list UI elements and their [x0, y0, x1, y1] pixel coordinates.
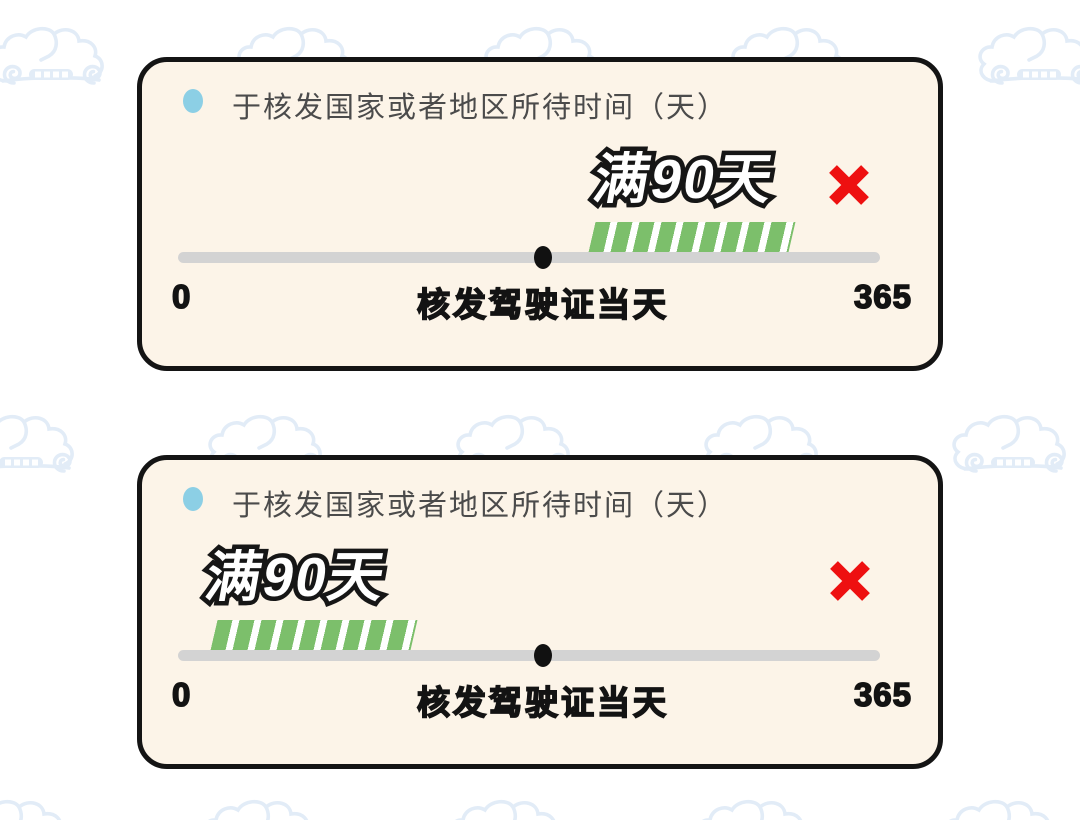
duration-badge: 满90天 满90天 — [585, 144, 784, 216]
slider-track — [178, 650, 880, 661]
red-cross-icon — [830, 561, 870, 601]
slider-min-label: 0 — [171, 277, 192, 316]
card-title: 于核发国家或者地区所待时间（天） — [232, 92, 729, 124]
slider-min-label: 0 — [171, 675, 192, 714]
slider-thumb[interactable] — [534, 246, 552, 269]
red-cross-icon — [829, 165, 869, 205]
rule-card-after-thumb: 于核发国家或者地区所待时间（天） 满90天 满90天 0 核发驾驶证当天 365 — [137, 57, 943, 371]
card-title: 于核发国家或者地区所待时间（天） — [232, 490, 729, 522]
slider-track — [178, 252, 880, 263]
duration-badge: 满90天 满90天 — [197, 542, 396, 614]
highlight-striped-bar — [210, 620, 418, 650]
slider-thumb-label: 核发驾驶证当天 — [416, 285, 669, 324]
bullet-dot-icon — [183, 487, 203, 511]
slider-thumb-label: 核发驾驶证当天 — [416, 683, 669, 722]
duration-badge-text: 满90天 — [589, 148, 780, 210]
highlight-striped-bar — [588, 222, 796, 252]
slider-thumb[interactable] — [534, 644, 552, 667]
rule-card-before-thumb: 于核发国家或者地区所待时间（天） 满90天 满90天 0 核发驾驶证当天 365 — [137, 455, 943, 769]
slider-max-label: 365 — [853, 675, 912, 714]
bullet-dot-icon — [183, 89, 203, 113]
slider-max-label: 365 — [853, 277, 912, 316]
duration-badge-text: 满90天 — [201, 546, 392, 608]
